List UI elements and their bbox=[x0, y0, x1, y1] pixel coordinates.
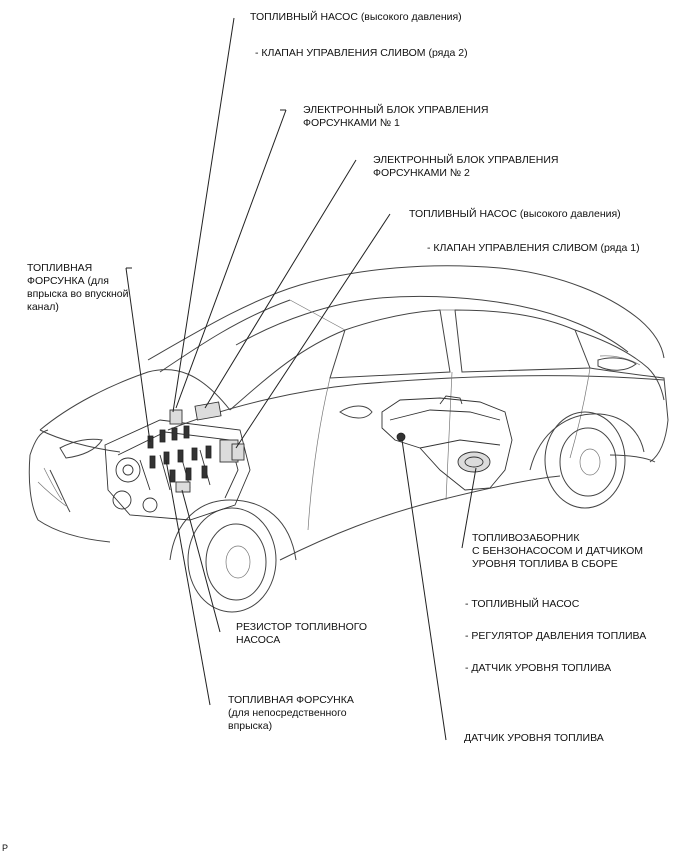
label-hp-pump-bank2: ТОПЛИВНЫЙ НАСОС (высокого давления) bbox=[250, 11, 462, 23]
leader-lines bbox=[125, 17, 477, 741]
hp-pump-bank2-part bbox=[169, 409, 183, 425]
label-sub-fuel-pump: - ТОПЛИВНЫЙ НАСОС bbox=[465, 598, 580, 610]
footer-code: P bbox=[2, 843, 9, 853]
label-suction-assembly: ТОПЛИВОЗАБОРНИК С БЕНЗОНАСОСОМ И ДАТЧИКО… bbox=[472, 532, 644, 570]
label-pump-resistor: РЕЗИСТОР ТОПЛИВНОГО НАСОСА bbox=[236, 621, 368, 646]
fuel-tank bbox=[381, 395, 513, 491]
label-direct-injector: ТОПЛИВНАЯ ФОРСУНКА (для непосредственног… bbox=[228, 694, 354, 732]
label-sub-level-sensor: - ДАТЧИК УРОВНЯ ТОПЛИВА bbox=[465, 662, 612, 674]
edu-no1-unit bbox=[194, 401, 222, 421]
label-spill-valve-bank2: - КЛАПАН УПРАВЛЕНИЯ СЛИВОМ (ряда 2) bbox=[255, 47, 468, 59]
label-port-injector: ТОПЛИВНАЯ ФОРСУНКА (для впрыска во впуск… bbox=[27, 262, 129, 313]
injector-cluster bbox=[147, 425, 212, 483]
label-edu-no2: ЭЛЕКТРОННЫЙ БЛОК УПРАВЛЕНИЯ ФОРСУНКАМИ №… bbox=[373, 154, 559, 179]
fuel-level-sensor-part bbox=[396, 432, 406, 442]
label-sub-pressure-regulator: - РЕГУЛЯТОР ДАВЛЕНИЯ ТОПЛИВА bbox=[465, 630, 647, 642]
car-outline bbox=[28, 265, 669, 613]
label-spill-valve-bank1: - КЛАПАН УПРАВЛЕНИЯ СЛИВОМ (ряда 1) bbox=[427, 242, 640, 254]
label-hp-pump-bank1: ТОПЛИВНЫЙ НАСОС (высокого давления) bbox=[409, 208, 621, 220]
pump-resistor-part bbox=[175, 481, 191, 493]
hp-pump-bank1-part bbox=[231, 443, 245, 461]
suction-assembly-part bbox=[457, 451, 491, 473]
label-fuel-level-sensor: ДАТЧИК УРОВНЯ ТОПЛИВА bbox=[464, 732, 604, 744]
engine-assembly bbox=[104, 401, 251, 521]
label-edu-no1: ЭЛЕКТРОННЫЙ БЛОК УПРАВЛЕНИЯ ФОРСУНКАМИ №… bbox=[303, 104, 489, 129]
